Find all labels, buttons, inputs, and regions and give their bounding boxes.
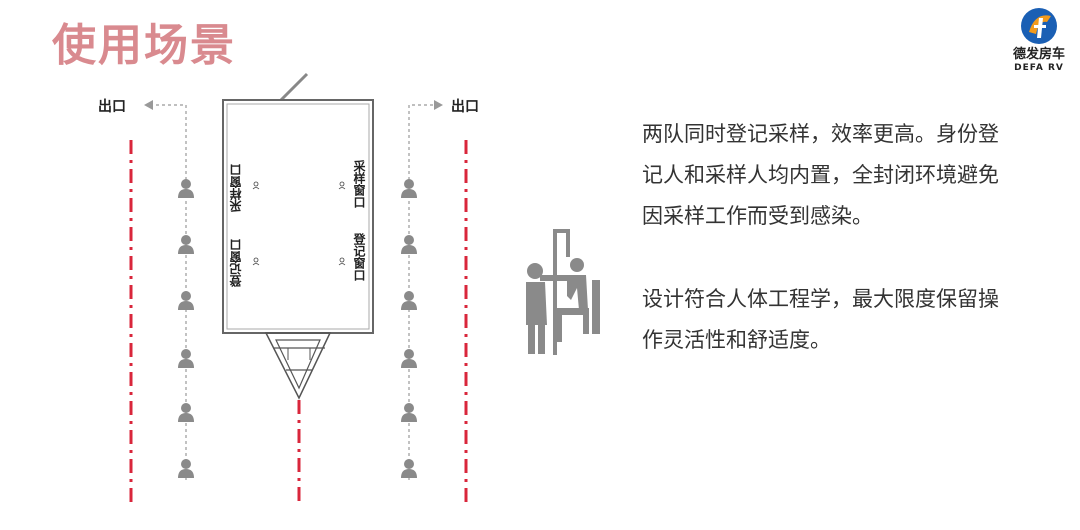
person-icon bbox=[401, 349, 417, 368]
person-icon bbox=[178, 403, 194, 422]
window-label-sampling-left: 采样窗口 bbox=[229, 163, 243, 213]
person-icon bbox=[178, 235, 194, 254]
description-efficiency: 两队同时登记采样，效率更高。身份登记人和采样人均内置，全封闭环境避免因采样工作而… bbox=[642, 122, 999, 228]
person-icon bbox=[401, 403, 417, 422]
company-logo: 德发房车 DEFA RV bbox=[1003, 6, 1075, 82]
logo-name-en: DEFA RV bbox=[1014, 63, 1064, 73]
exit-path-left bbox=[144, 100, 187, 480]
person-icon bbox=[178, 179, 194, 198]
person-icon bbox=[401, 291, 417, 310]
exit-path-right bbox=[408, 100, 443, 480]
defa-logo-icon bbox=[1021, 8, 1057, 44]
sampling-vehicle: 采样窗口 登记窗口 采样窗口 登记窗口 bbox=[222, 72, 374, 400]
arrow-left-icon bbox=[144, 100, 153, 110]
exit-label-left: 出口 bbox=[98, 98, 126, 115]
arrow-right-icon bbox=[434, 100, 443, 110]
person-icon bbox=[401, 459, 417, 478]
person-icon bbox=[178, 291, 194, 310]
exit-label-right: 出口 bbox=[451, 98, 479, 115]
person-icon bbox=[401, 179, 417, 198]
description-ergonomics: 设计符合人体工程学，最大限度保留操作灵活性和舒适度。 bbox=[642, 287, 999, 352]
window-label-sampling-right: 采样窗口 bbox=[352, 159, 366, 209]
person-icon bbox=[178, 349, 194, 368]
logo-name-cn: 德发房车 bbox=[1012, 47, 1065, 62]
window-label-registration-left: 登记窗口 bbox=[229, 238, 243, 288]
person-icon bbox=[401, 235, 417, 254]
window-label-registration-right: 登记窗口 bbox=[352, 232, 366, 282]
page-title: 使用场景 bbox=[52, 20, 236, 71]
person-icon bbox=[178, 459, 194, 478]
sampling-workstation-icon bbox=[526, 229, 600, 355]
